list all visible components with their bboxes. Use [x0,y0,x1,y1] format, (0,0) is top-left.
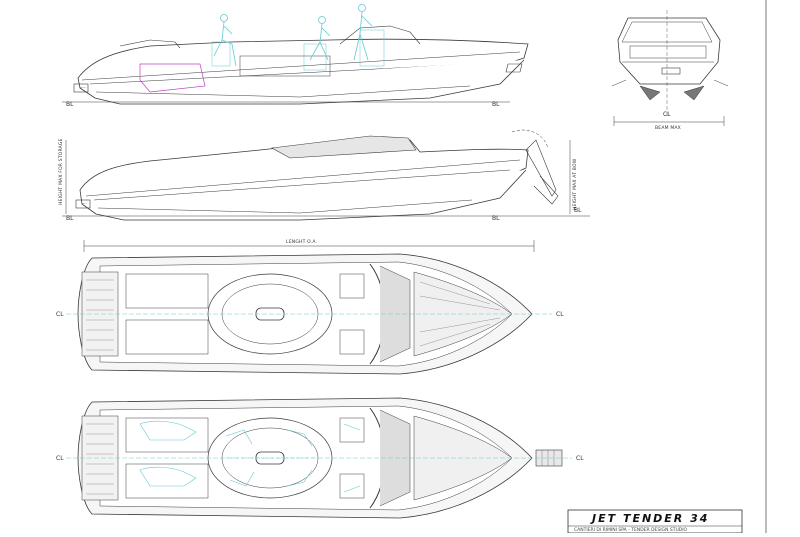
baseline-label-3: BL [66,215,74,222]
beam-max-label: BEAM MAX [655,125,681,131]
human-figure-2 [303,16,331,71]
reclining-figure-1 [139,420,197,441]
stern-cl-label: CL [663,111,671,118]
side-profile-top-view [75,129,559,221]
baseline-label-1: BL [66,101,74,108]
drawing-subtitle: CANTIERI DI RIMINI SPA - TENDER DESIGN S… [574,527,688,533]
deck-cl-label-4: CL [576,455,584,462]
height-bow-label: HEIGHT MAX AT BOW [572,158,578,210]
baseline-label-4: BL [492,215,500,222]
deck-cl-label-1: CL [56,311,64,318]
deck-cl-label-3: CL [56,455,64,462]
stern-view [611,17,729,101]
accent-seat-outline [139,63,206,93]
reclining-figure-2 [139,466,197,487]
length-oa-label: LENGHT O.A. [286,239,317,245]
side-profile-view [73,25,529,105]
height-storage-label: HEIGHT MAX FOR STORAGE [58,138,64,205]
seated-figures-right [287,429,313,487]
baseline-label-5: BL [574,207,582,214]
title-block: JET TENDER 34 CANTIERI DI RIMINI SPA - T… [567,509,743,534]
figures-plan [139,420,361,493]
seated-figures-left [225,429,255,487]
baseline-label-2: BL [492,101,500,108]
human-figure-1 [211,14,237,67]
human-figure-3 [353,4,385,67]
figures-side [211,4,385,71]
deck-cl-label-2: CL [556,311,564,318]
drawing-title: JET TENDER 34 [590,512,709,525]
